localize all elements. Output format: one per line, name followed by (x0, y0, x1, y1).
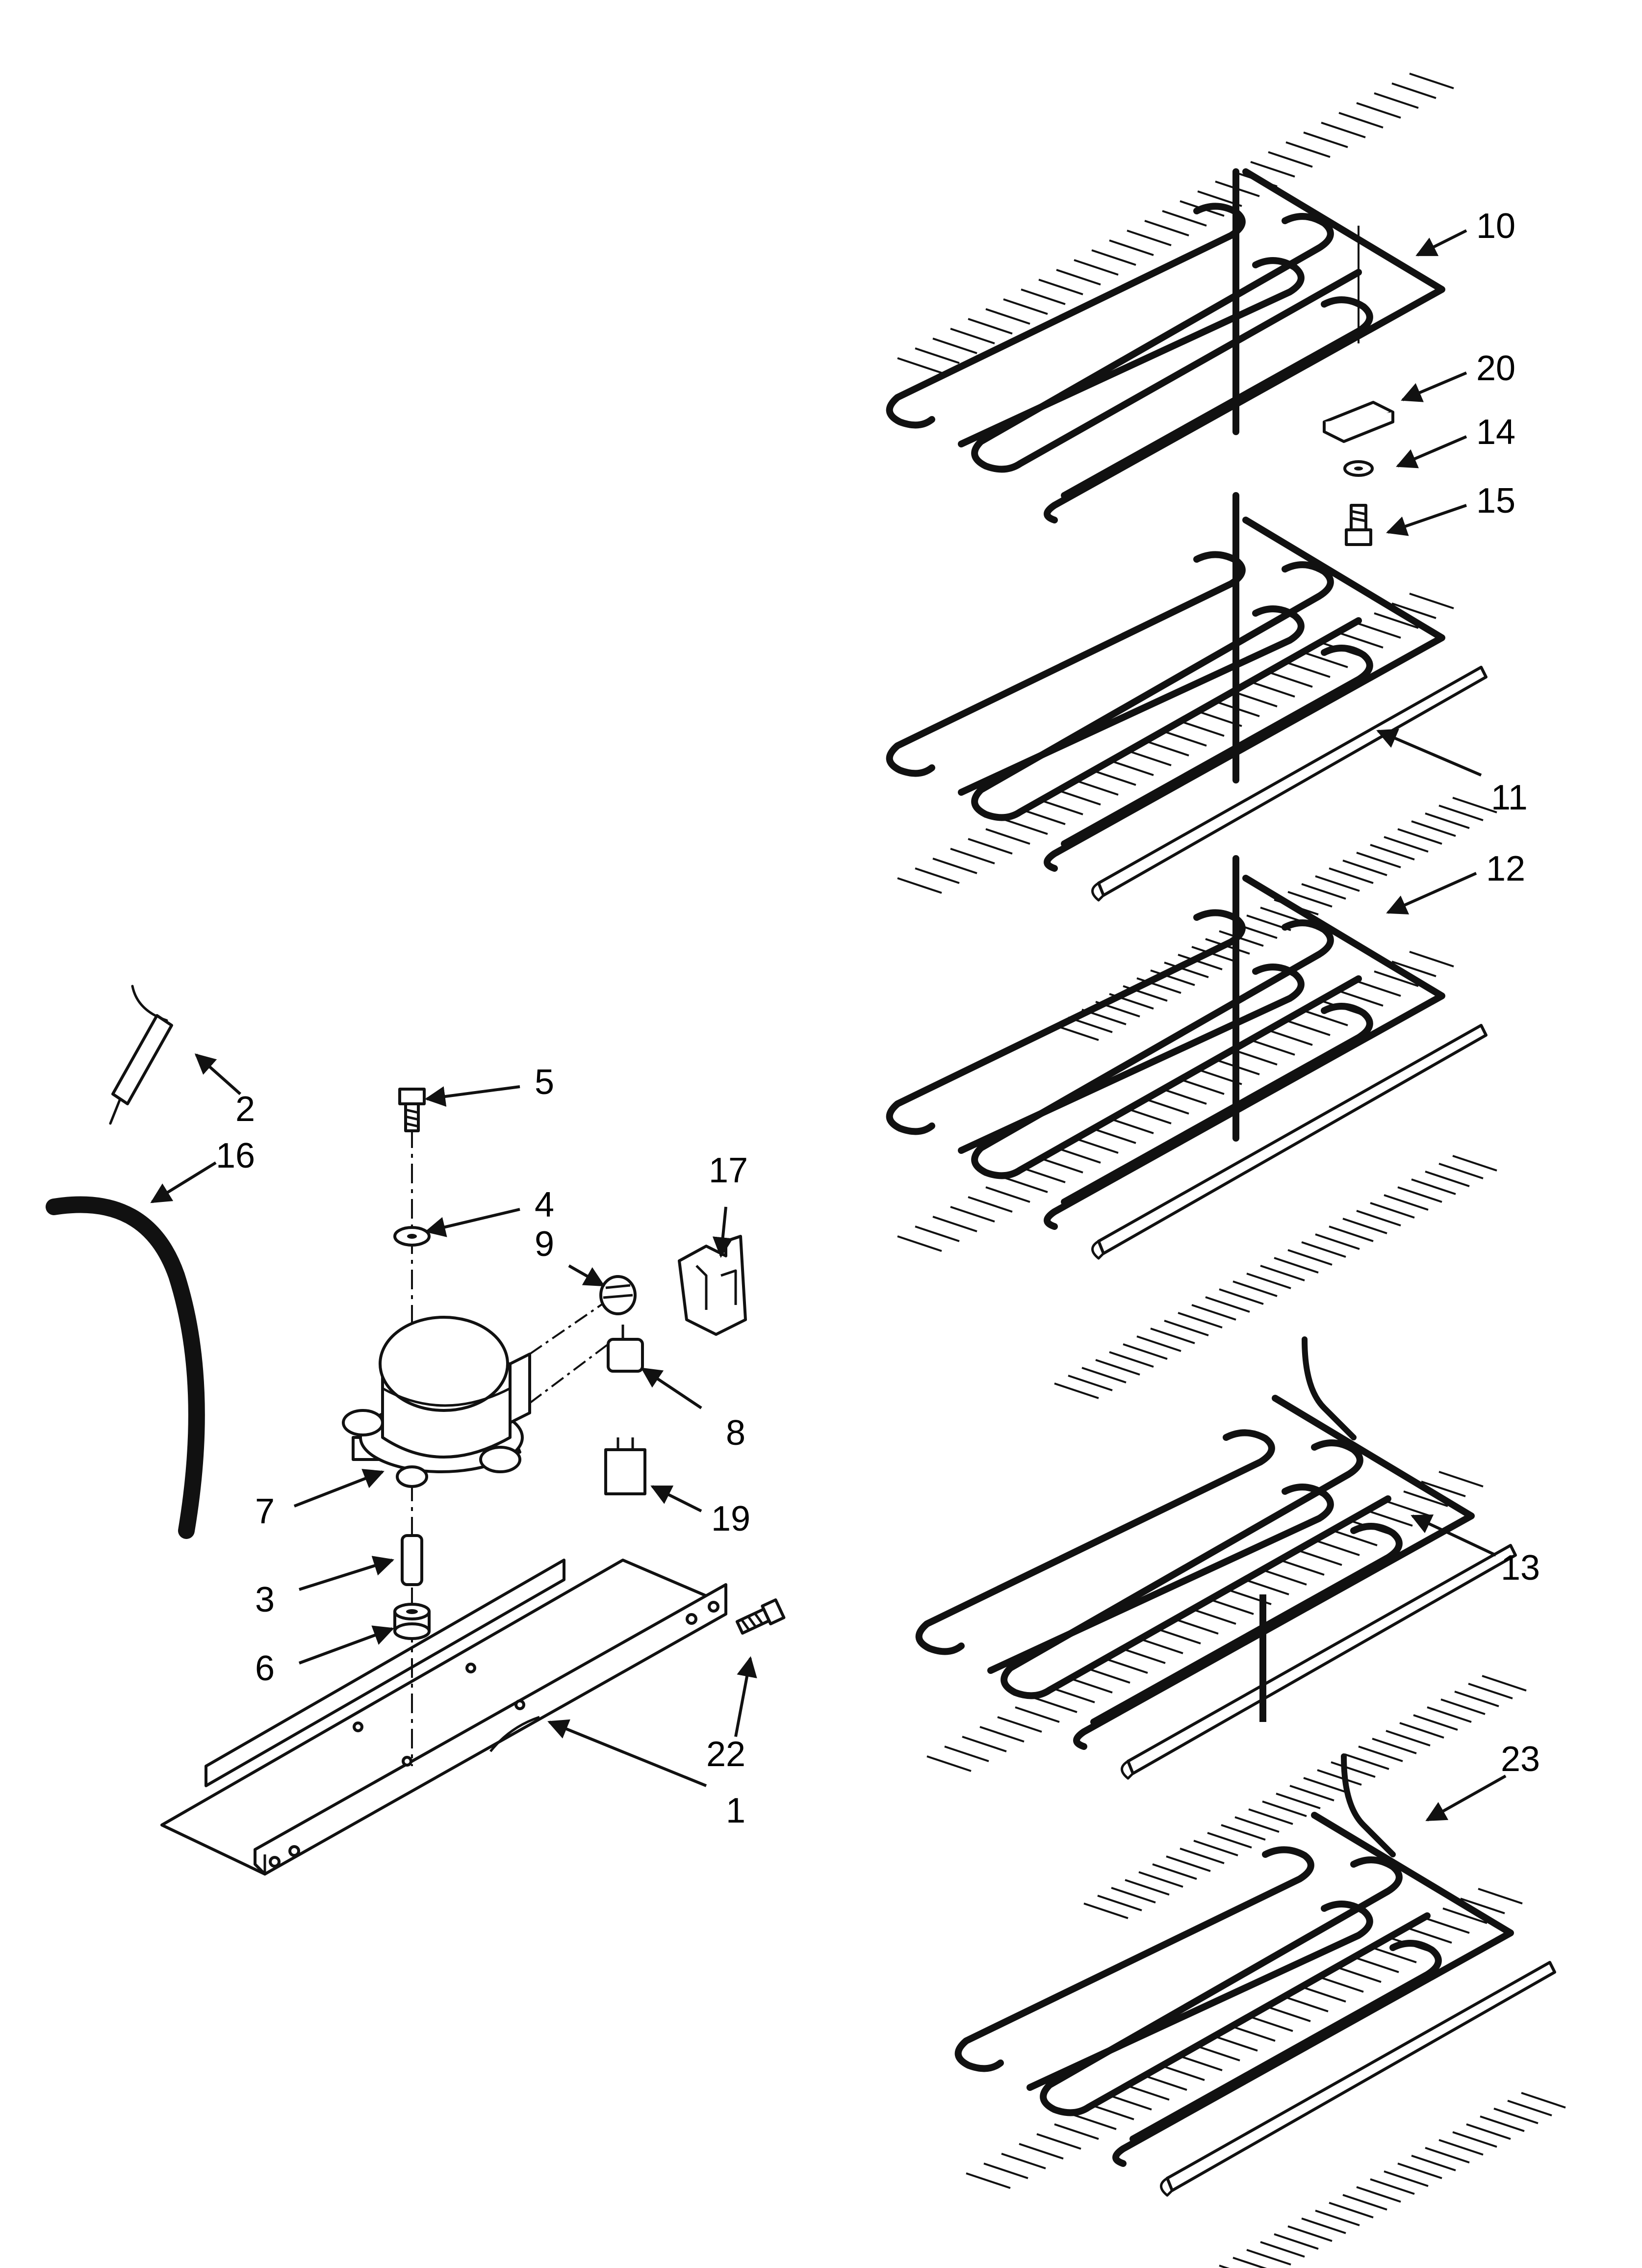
callout-10: 10 (1476, 207, 1515, 246)
callout-12: 12 (1486, 849, 1525, 888)
callout-19: 19 (711, 1499, 750, 1538)
callout-11: 11 (1491, 778, 1528, 817)
overload-9 (599, 1275, 637, 1315)
coil-tubes (886, 168, 1445, 523)
drip-rail (1091, 1024, 1488, 1260)
coil-group (886, 492, 1566, 2268)
callout-1: 1 (726, 1791, 745, 1830)
hardware-20-14-15 (1323, 226, 1394, 546)
callout-16: 16 (216, 1136, 255, 1175)
evaporator-coil-12 (886, 855, 1497, 1399)
drip-rail (1121, 1544, 1517, 1780)
coil-tubes (886, 492, 1445, 872)
compressor-assembly (46, 985, 786, 1876)
callout-labels: 10 20 14 15 11 12 13 23 5 4 9 17 8 19 7 … (216, 207, 1540, 1830)
callout-14: 14 (1476, 413, 1515, 452)
screw-5 (398, 1088, 426, 1132)
callout-23: 23 (1501, 1740, 1540, 1779)
coil-fins (926, 1471, 1527, 1919)
evaporator-coil-11 (886, 492, 1497, 1041)
screw-22 (735, 1598, 786, 1635)
screw-15 (1345, 504, 1372, 546)
coil-tubes (915, 1336, 1475, 1750)
callout-6: 6 (255, 1649, 275, 1688)
coil-fins (897, 951, 1497, 1399)
base-plate (160, 1559, 727, 1876)
callout-17: 17 (709, 1151, 748, 1190)
callout-5: 5 (535, 1063, 554, 1102)
relay-8 (607, 1325, 644, 1373)
tubing-16 (46, 1196, 205, 1539)
coil-fins (966, 1888, 1566, 2268)
callout-7: 7 (255, 1492, 275, 1531)
callout-13: 13 (1501, 1548, 1540, 1588)
callout-9: 9 (535, 1225, 554, 1264)
base-plate-flange-back (205, 1559, 565, 1787)
compressor-body (342, 1316, 531, 1488)
leader-lines (150, 229, 1507, 1822)
coil-fins (897, 593, 1497, 1041)
callout-20: 20 (1476, 349, 1515, 388)
drip-rail (1160, 1961, 1556, 2197)
drier-2 (109, 985, 173, 1125)
callout-15: 15 (1476, 481, 1515, 521)
capacitor-19 (604, 1437, 646, 1495)
evaporator-coil-10 (886, 73, 1454, 523)
drip-rail (1091, 666, 1488, 902)
callout-4: 4 (535, 1185, 554, 1225)
coil-fins (897, 73, 1454, 374)
callout-8: 8 (726, 1413, 745, 1453)
callout-22: 22 (706, 1735, 745, 1774)
terminal-cover-17 (678, 1235, 747, 1336)
callout-3: 3 (255, 1580, 275, 1619)
coil-tubes (886, 855, 1445, 1230)
sleeve-3 (401, 1534, 423, 1586)
evaporator-coil-23 (954, 1753, 1566, 2268)
evaporator-coil-13 (915, 1336, 1527, 1919)
callout-2: 2 (235, 1090, 255, 1129)
grommet-6 (393, 1603, 431, 1640)
coil-tubes (954, 1753, 1514, 2167)
